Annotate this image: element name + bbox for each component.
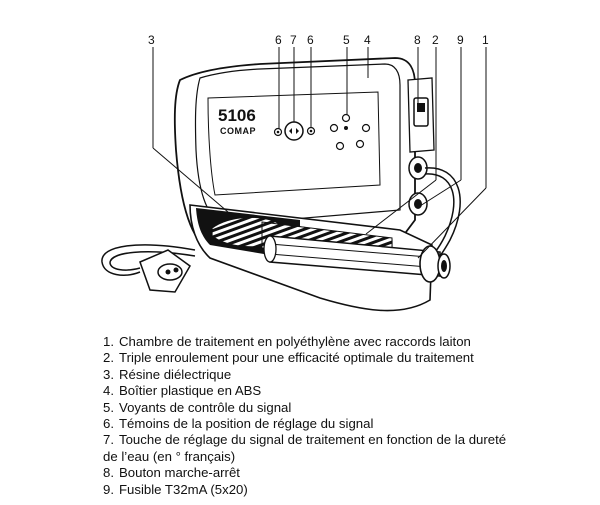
legend-item: 3.Résine diélectrique — [103, 366, 232, 382]
legend-item: 5.Voyants de contrôle du signal — [103, 399, 292, 415]
brand-logo: COMAP — [220, 126, 256, 136]
treatment-chamber — [263, 235, 441, 277]
legend-item: 8.Bouton marche-arrêt — [103, 465, 240, 481]
model-number: 5106 — [218, 106, 256, 125]
callout-4: 4 — [364, 33, 371, 47]
callout-6-left: 6 — [275, 33, 282, 47]
leader-lines — [152, 47, 487, 259]
legend-item-continuation: de l’eau (en ° français) — [103, 448, 236, 464]
legend-item: 1.Chambre de traitement en polyéthylène … — [103, 334, 471, 349]
callout-7: 7 — [290, 33, 297, 47]
power-plug — [139, 249, 191, 293]
indicator-led-6-right — [306, 126, 316, 136]
callout-8: 8 — [414, 33, 421, 47]
power-cable — [101, 244, 196, 276]
indicator-led-6-left — [273, 127, 283, 137]
callout-2: 2 — [432, 33, 439, 47]
housing — [173, 57, 416, 251]
callout-1: 1 — [482, 33, 489, 47]
legend-item: 6.Témoins de la position de réglage du s… — [103, 416, 374, 432]
callout-5: 5 — [343, 33, 350, 47]
legend-item: 2.Triple enroulement pour une efficacité… — [103, 350, 474, 366]
callout-3: 3 — [148, 33, 155, 47]
device-diagram: 5106 COMAP — [101, 33, 489, 312]
parts-legend: 1.Chambre de traitement en polyéthylène … — [103, 334, 593, 498]
callout-9: 9 — [457, 33, 464, 47]
callout-6-right: 6 — [307, 33, 314, 47]
on-off-switch[interactable] — [413, 97, 429, 127]
legend-item: 4.Boîtier plastique en ABS — [103, 383, 262, 399]
legend-item: 7.Touche de réglage du signal de traitem… — [103, 432, 507, 448]
legend-item: 9.Fusible T32mA (5x20) — [103, 481, 248, 497]
brass-fitting — [419, 245, 451, 283]
fuse-holder[interactable] — [408, 156, 428, 216]
signal-leds — [329, 113, 371, 151]
adjust-button[interactable] — [284, 121, 304, 141]
